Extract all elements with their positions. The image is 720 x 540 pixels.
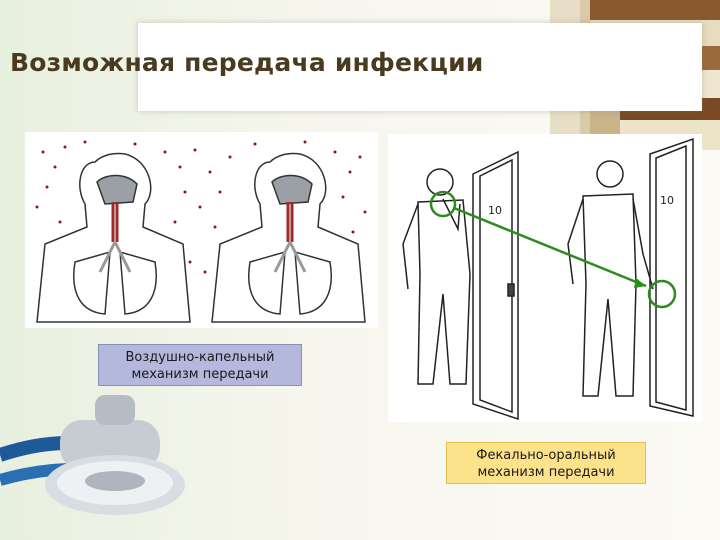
airborne-figure-left	[36, 152, 191, 323]
fecal-oral-illustration-panel: 10 10	[388, 134, 702, 422]
airborne-illustration-panel	[25, 132, 378, 328]
fecal-oral-caption-line2: механизм передачи	[477, 465, 615, 480]
door-number-left: 10	[488, 204, 502, 217]
airborne-caption-line1: Воздушно-капельный	[125, 350, 275, 365]
slide-title: Возможная передача инфекции	[10, 48, 484, 77]
stethoscope-decoration	[0, 395, 185, 515]
airborne-figure-right	[211, 152, 366, 323]
door-left	[472, 150, 519, 421]
door-number-right: 10	[660, 194, 674, 207]
airborne-illustration	[35, 140, 367, 323]
title-box	[138, 23, 702, 111]
man-left	[402, 168, 471, 385]
droplets	[35, 140, 367, 274]
fecal-oral-caption-line1: Фекально-оральный	[476, 448, 616, 463]
man-right	[567, 160, 654, 397]
door-right	[649, 137, 694, 417]
fecal-oral-illustration: 10 10	[402, 137, 694, 421]
airborne-caption: Воздушно-капельный механизм передачи	[98, 344, 302, 386]
transmission-arrow	[429, 190, 677, 309]
airborne-caption-line2: механизм передачи	[131, 367, 269, 382]
fecal-oral-caption: Фекально-оральный механизм передачи	[446, 442, 646, 484]
